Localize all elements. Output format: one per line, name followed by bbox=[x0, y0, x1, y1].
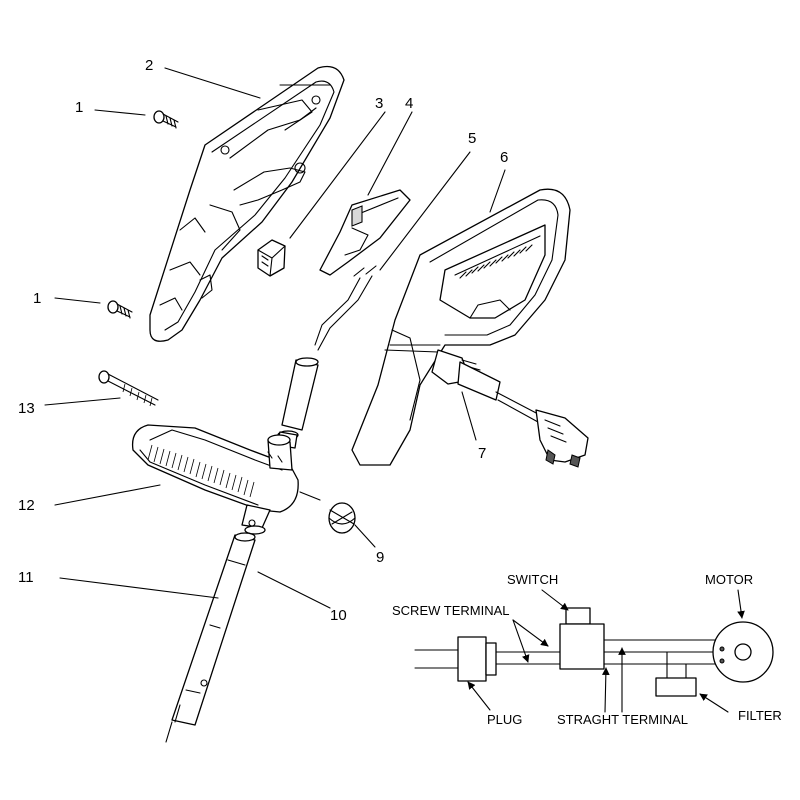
callout-10: 10 bbox=[330, 607, 347, 624]
callout-11: 11 bbox=[18, 569, 34, 586]
grip-ribs bbox=[147, 444, 255, 498]
part-1-screw-bottom bbox=[107, 300, 133, 319]
part-4-trigger bbox=[319, 189, 411, 276]
callout-13: 13 bbox=[18, 400, 35, 417]
part-3-switch bbox=[257, 239, 286, 277]
callout-3: 3 bbox=[375, 95, 383, 112]
callout-1-bottom: 1 bbox=[33, 290, 41, 307]
switch-button bbox=[565, 607, 591, 625]
switch-body bbox=[559, 623, 605, 670]
part-7-power-cord bbox=[431, 349, 589, 468]
callout-4: 4 bbox=[405, 95, 413, 112]
part-5-wires bbox=[314, 265, 377, 351]
plug-collar bbox=[485, 642, 497, 676]
label-switch: SWITCH bbox=[507, 572, 558, 587]
plug-body bbox=[457, 636, 487, 682]
callout-6: 6 bbox=[500, 149, 508, 166]
part-2-handle-housing bbox=[149, 65, 345, 342]
callout-1-top: 1 bbox=[75, 99, 83, 116]
callout-2: 2 bbox=[145, 57, 153, 74]
label-filter: FILTER bbox=[738, 708, 782, 723]
callout-9: 9 bbox=[376, 549, 384, 566]
label-motor: MOTOR bbox=[705, 572, 753, 587]
part-1-screw-top bbox=[153, 110, 179, 129]
part-10-tube bbox=[165, 504, 271, 743]
label-straight-terminal: STRAGHT TERMINAL bbox=[557, 712, 688, 727]
part-9-knob bbox=[328, 502, 356, 534]
callout-numbers: 1 2 3 4 5 6 1 7 13 12 9 11 10 bbox=[18, 57, 508, 624]
callout-leaders bbox=[44, 67, 506, 609]
cord-sleeve bbox=[275, 357, 319, 449]
filter-body bbox=[655, 677, 697, 697]
wiring-diagram: SWITCH MOTOR SCREW TERMINAL PLUG STRAGHT… bbox=[392, 572, 782, 727]
label-plug: PLUG bbox=[487, 712, 522, 727]
motor-shaft bbox=[734, 643, 752, 661]
part-12-grip bbox=[131, 424, 299, 513]
part-13-long-screw bbox=[98, 370, 159, 407]
callout-7: 7 bbox=[478, 445, 486, 462]
callout-5: 5 bbox=[468, 130, 476, 147]
label-screw-terminal: SCREW TERMINAL bbox=[392, 603, 510, 618]
part-6-handle-housing bbox=[351, 188, 571, 466]
callout-12: 12 bbox=[18, 497, 35, 514]
